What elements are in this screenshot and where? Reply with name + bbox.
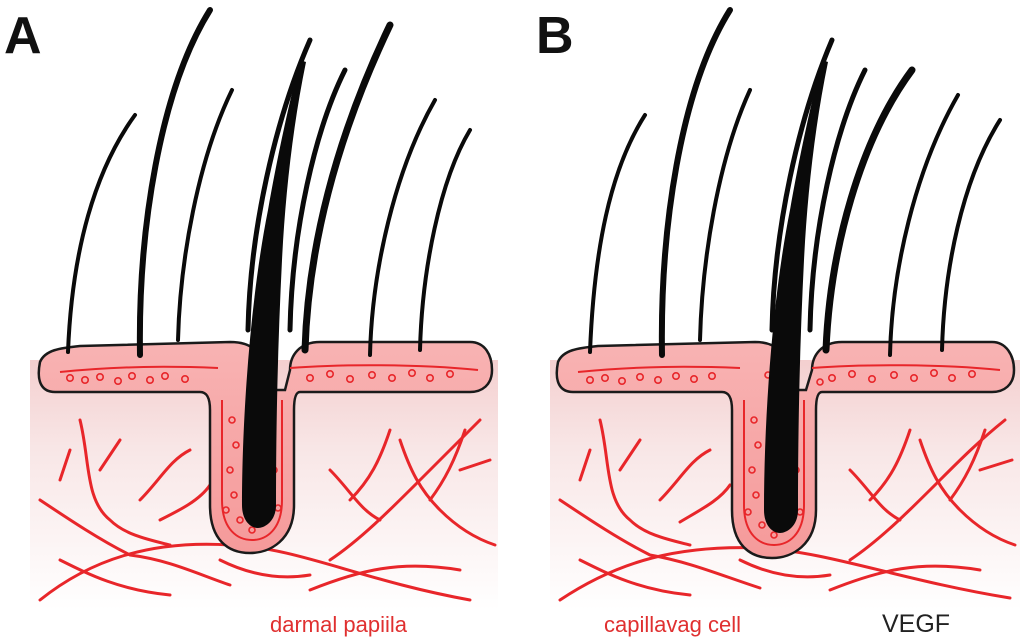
panel-b: [550, 7, 1020, 610]
capillary-network-a: [38, 418, 497, 602]
panel-a: [30, 7, 498, 610]
main-hair-b: [764, 60, 828, 533]
follicle-sheath-b: [743, 400, 805, 547]
cell-dots-a: [66, 368, 454, 534]
caption-dermal-papilla: darmal papiila: [270, 612, 407, 637]
follicle-sheath-a: [221, 400, 283, 542]
panel-label-a: A: [4, 7, 42, 65]
main-hair-a: [242, 60, 306, 528]
panel-label-b: B: [536, 7, 574, 65]
caption-capillary-cell: capillavag cell: [604, 612, 741, 637]
hair-shafts-b: [588, 7, 1002, 358]
caption-vegf: VEGF: [882, 610, 951, 638]
